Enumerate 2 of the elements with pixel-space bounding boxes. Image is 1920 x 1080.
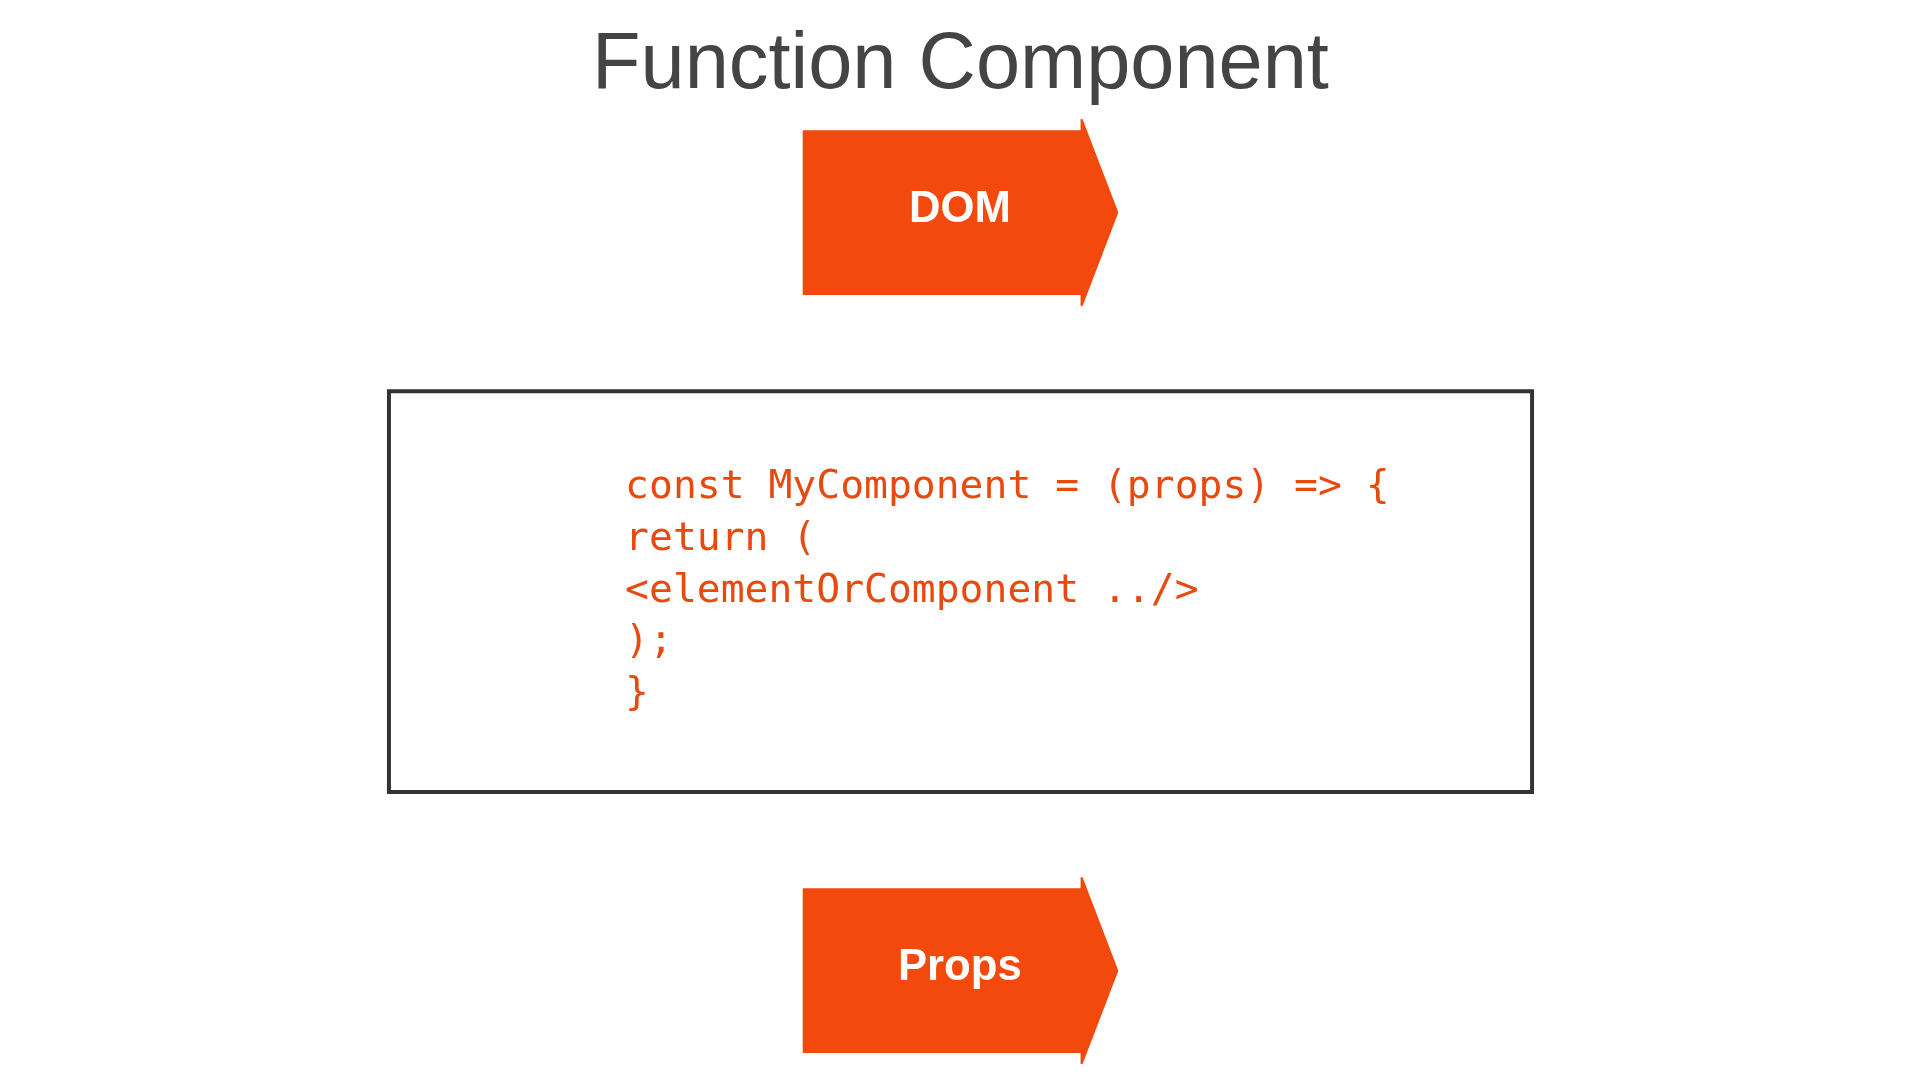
diagram-title: Function Component xyxy=(591,15,1329,105)
node-box: const MyComponent = (props) => { return ( <elementOrComponent ../> ); } xyxy=(386,389,1534,795)
